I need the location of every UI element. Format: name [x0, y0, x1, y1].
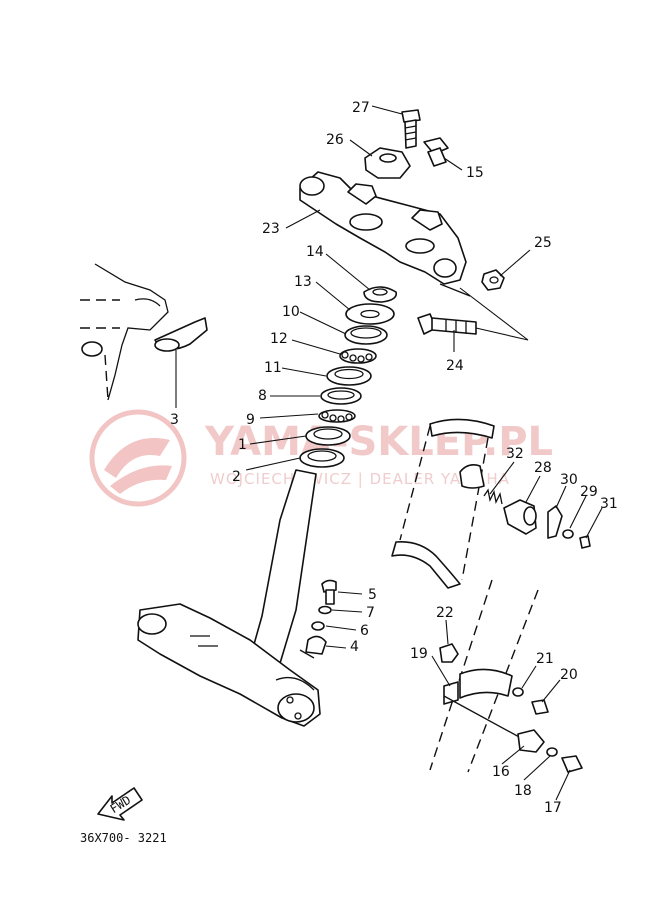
- bolt-17: [561, 755, 583, 773]
- fwd-arrow: FWD: [97, 787, 143, 821]
- part-number-10: 10: [282, 304, 300, 320]
- ball-race-8: [320, 387, 362, 405]
- handle-crown-23: [299, 171, 471, 297]
- ball-race-12: [339, 348, 377, 364]
- part-numbers: 27 26 15 23 25 14 13 10 12 11 24 8 3 9 1…: [170, 100, 618, 816]
- part-number-22: 22: [436, 605, 454, 621]
- bolt-15: [423, 137, 449, 167]
- part-number-21: 21: [536, 651, 554, 667]
- part-number-6: 6: [360, 623, 369, 639]
- part-number-26: 26: [326, 132, 344, 148]
- part-number-14: 14: [306, 244, 324, 260]
- nut-25: [481, 269, 505, 291]
- washer-29: [562, 529, 574, 539]
- bolt-24: [417, 287, 529, 341]
- part-number-15: 15: [466, 165, 484, 181]
- under-bracket: [137, 469, 321, 727]
- watermark-title: YAMA-SKLEP.PL: [204, 419, 553, 465]
- seal-2: [299, 448, 345, 468]
- leader-lines: [175, 105, 603, 801]
- part-number-27: 27: [352, 100, 370, 116]
- fork-outer-tube: [429, 579, 539, 773]
- part-number-8: 8: [258, 388, 267, 404]
- head-pipe: [391, 418, 495, 589]
- cover-30: [547, 505, 563, 539]
- part-number-30: 30: [560, 472, 578, 488]
- handle-holder-26: [364, 147, 411, 179]
- part-number-5: 5: [368, 587, 377, 603]
- ball-9: [318, 409, 356, 423]
- part-number-3: 3: [170, 412, 179, 428]
- washer-21: [512, 687, 524, 697]
- washer-7: [318, 605, 332, 615]
- part-number-23: 23: [262, 221, 280, 237]
- part-number-2: 2: [232, 469, 241, 485]
- part-number-16: 16: [492, 764, 510, 780]
- bolt-5: [321, 579, 337, 605]
- part-number-28: 28: [534, 460, 552, 476]
- part-number-1: 1: [238, 437, 247, 453]
- part-number-32: 32: [506, 446, 524, 462]
- watermark-subtitle: WOJCIECHOWICZ | DEALER YAMAHA: [210, 470, 510, 488]
- part-number-24: 24: [446, 358, 464, 374]
- part-number-13: 13: [294, 274, 312, 290]
- ball-race-11: [326, 366, 372, 386]
- part-number-19: 19: [410, 646, 428, 662]
- part-number-12: 12: [270, 331, 288, 347]
- spring-32: [483, 488, 503, 505]
- part-number-11: 11: [264, 360, 282, 376]
- lock-cylinder-28: [503, 499, 537, 535]
- part-number-31: 31: [600, 496, 618, 512]
- nut-22: [439, 643, 459, 663]
- steering-lock-3: [154, 317, 208, 352]
- bolt-27: [401, 109, 421, 149]
- washer-13: [345, 303, 395, 325]
- part-number-4: 4: [350, 639, 359, 655]
- watermark: YAMA-SKLEP.PL WOJCIECHOWICZ | DEALER YAM…: [89, 409, 553, 507]
- part-number-29: 29: [580, 484, 598, 500]
- watermark-logo: [89, 409, 187, 507]
- frame-head-sketch: [80, 263, 169, 401]
- washer-6: [311, 621, 325, 631]
- part-number-25: 25: [534, 235, 552, 251]
- diagram-code: 36X700- 3221: [80, 831, 167, 845]
- part-number-9: 9: [246, 412, 255, 428]
- clamp-16: [517, 729, 545, 753]
- part-number-7: 7: [366, 605, 375, 621]
- clamp-4: [299, 635, 327, 659]
- part-number-17: 17: [544, 800, 562, 816]
- cover-10: [344, 325, 388, 345]
- screw-31: [579, 535, 591, 549]
- part-number-18: 18: [514, 783, 532, 799]
- part-number-20: 20: [560, 667, 578, 683]
- bolt-20: [531, 699, 549, 715]
- ring-nut-14: [363, 286, 398, 303]
- ball-race-1: [305, 426, 351, 446]
- washer-18: [546, 747, 558, 757]
